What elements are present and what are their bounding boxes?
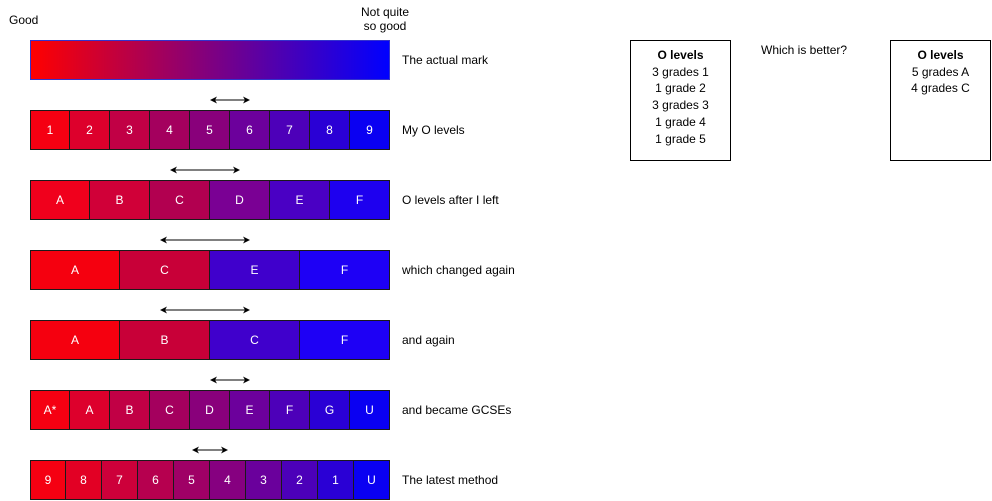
row-label-changed-again: which changed again [402, 263, 515, 277]
grade-cell: F [299, 320, 390, 360]
grade-cell: 7 [101, 460, 138, 500]
grade-cell: E [269, 180, 330, 220]
grade-cell: D [209, 180, 270, 220]
grade-cell: E [229, 390, 270, 430]
grade-cell: F [269, 390, 310, 430]
left-box-line: 3 grades 3 [652, 98, 709, 113]
grade-cell: 2 [69, 110, 110, 150]
grade-cell: U [349, 390, 390, 430]
grade-cell: C [209, 320, 300, 360]
actual-mark-label: The actual mark [402, 53, 489, 67]
grade-cell: G [309, 390, 350, 430]
right-box-line: 5 grades A [911, 64, 970, 79]
grade-cell: 6 [229, 110, 270, 150]
not-good-line-2: so good [363, 19, 407, 33]
grade-cell: 5 [189, 110, 230, 150]
grade-cell: F [329, 180, 390, 220]
left-box-title: O levels [657, 48, 704, 62]
grade-cell: 7 [269, 110, 310, 150]
double-arrow-icon [210, 375, 250, 385]
grade-cell: 5 [173, 460, 210, 500]
grade-cell: 6 [137, 460, 174, 500]
grade-cell: 9 [349, 110, 390, 150]
left-box-line: 3 grades 1 [652, 64, 709, 79]
grade-cell: 3 [109, 110, 150, 150]
grade-cell: B [109, 390, 150, 430]
grade-cell: 2 [281, 460, 318, 500]
grade-cell: D [189, 390, 230, 430]
grade-cell: C [149, 390, 190, 430]
grade-cell: 4 [149, 110, 190, 150]
grade-cell: A [30, 250, 120, 290]
grade-cell: C [149, 180, 210, 220]
grade-cell: C [119, 250, 210, 290]
row-label-my-o-levels: My O levels [402, 123, 465, 137]
grade-cell: 8 [65, 460, 102, 500]
actual-mark-gradient-bar [30, 40, 390, 80]
grade-cell: 9 [30, 460, 66, 500]
grade-cell: F [299, 250, 390, 290]
left-box-line: 1 grade 2 [655, 81, 706, 96]
not-quite-so-good-label: Not quite so good [345, 5, 425, 33]
grade-cell: B [119, 320, 210, 360]
row-label-o-levels-after-left: O levels after I left [402, 193, 499, 207]
grade-cell: 8 [309, 110, 350, 150]
left-o-levels-box: O levels 3 grades 1 1 grade 2 3 grades 3… [630, 40, 731, 161]
grade-cell: 4 [209, 460, 246, 500]
grade-cell: A* [30, 390, 70, 430]
grade-cell: A [69, 390, 110, 430]
right-box-line: 4 grades C [911, 81, 970, 96]
grade-cell: 1 [30, 110, 70, 150]
right-o-levels-box: O levels 5 grades A 4 grades C [890, 40, 991, 161]
grade-cell: 3 [245, 460, 282, 500]
row-label-and-again: and again [402, 333, 455, 347]
good-label: Good [9, 13, 39, 27]
grade-cell: 1 [317, 460, 354, 500]
row-label-latest-method: The latest method [402, 473, 499, 487]
left-box-line: 1 grade 4 [655, 114, 706, 129]
double-arrow-icon [160, 235, 250, 245]
grade-cell: A [30, 320, 120, 360]
right-box-title: O levels [917, 48, 964, 62]
left-box-line: 1 grade 5 [655, 131, 706, 146]
double-arrow-icon [170, 165, 240, 175]
grade-cell: B [89, 180, 150, 220]
row-label-gcses: and became GCSEs [402, 403, 512, 417]
double-arrow-icon [192, 445, 228, 455]
double-arrow-icon [160, 305, 250, 315]
grade-cell: A [30, 180, 90, 220]
which-is-better-label: Which is better? [761, 43, 848, 57]
not-good-line-1: Not quite [360, 5, 410, 19]
grade-cell: U [353, 460, 390, 500]
grade-cell: E [209, 250, 300, 290]
double-arrow-icon [210, 95, 250, 105]
